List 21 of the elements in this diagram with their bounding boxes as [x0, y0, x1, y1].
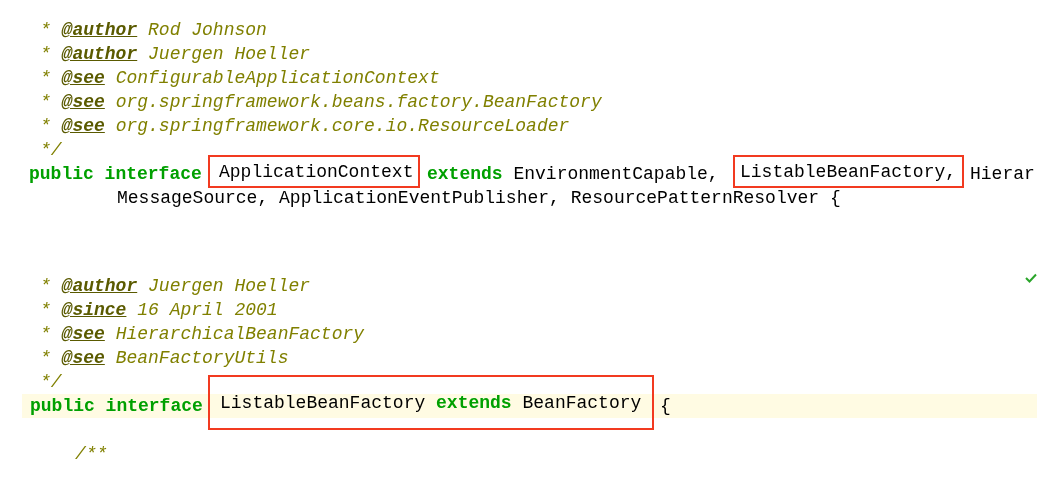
- code-comment: /**: [75, 445, 108, 463]
- code-text: ListableBeanFactory,: [740, 160, 957, 183]
- code-comment: *@see BeanFactoryUtils: [40, 349, 289, 367]
- code-comment: *@author Juergen Hoeller: [40, 277, 311, 295]
- code-comment: */: [40, 373, 62, 391]
- highlight-frame: [208, 375, 654, 430]
- highlight-frame: [208, 155, 420, 188]
- code-text: ListableBeanFactory extends BeanFactory: [220, 391, 642, 414]
- code-comment: *@see HierarchicalBeanFactory: [40, 325, 365, 343]
- code-comment: */: [40, 141, 62, 159]
- code-text: ApplicationContext: [219, 160, 414, 183]
- code-comment: *@see org.springframework.beans.factory.BeanFactory: [40, 93, 602, 111]
- code-text: MessageSource, ApplicationEventPublisher, ResourcePatternResolver {: [117, 189, 841, 207]
- code-comment: *@since 16 April 2001: [40, 301, 278, 319]
- code-text: extends EnvironmentCapable,: [427, 165, 719, 183]
- highlight-frame: [733, 155, 964, 188]
- code-comment: *@author Rod Johnson: [40, 21, 267, 39]
- code-comment: *@see ConfigurableApplicationContext: [40, 69, 440, 87]
- code-comment: *@see org.springframework.core.io.ResourceLoader: [40, 117, 570, 135]
- code-text: Hierar: [970, 165, 1035, 183]
- code-comment: *@author Juergen Hoeller: [40, 45, 311, 63]
